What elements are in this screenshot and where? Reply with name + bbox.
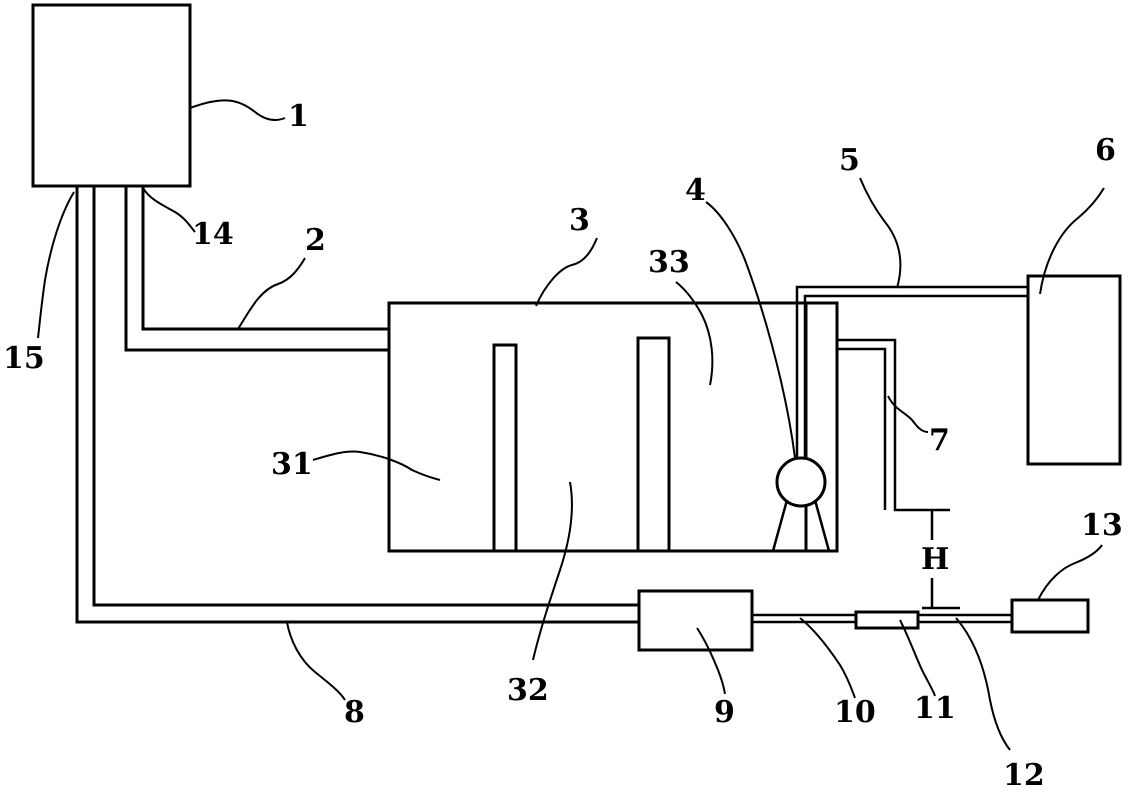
leader-15: [37, 191, 75, 339]
device-9: [637, 589, 754, 652]
tube-12: [918, 613, 1012, 624]
tank-3: [387, 301, 839, 553]
leader-13: [1037, 544, 1103, 601]
label-12: 12: [1003, 758, 1045, 791]
component-13: [1010, 598, 1090, 634]
label-1: 1: [288, 99, 309, 134]
leader-11: [899, 619, 936, 697]
leader-12: [955, 617, 1011, 751]
leader-14: [142, 187, 196, 233]
leader-7: [887, 395, 929, 433]
tank-6: [1026, 274, 1122, 466]
label-31: 31: [271, 447, 313, 482]
label-33: 33: [648, 245, 690, 280]
baffle-right: [636, 336, 671, 553]
label-5: 5: [839, 143, 860, 178]
leader-4: [705, 201, 796, 459]
label-2: 2: [305, 223, 326, 258]
outlet-column: [804, 301, 839, 553]
leader-5: [859, 177, 902, 289]
pipe-2: [124, 186, 391, 352]
label-13: 13: [1081, 508, 1123, 543]
leader-1: [189, 99, 286, 121]
label-h: H: [921, 542, 949, 577]
label-11: 11: [914, 691, 956, 726]
baffle-left: [492, 343, 518, 553]
leader-2: [237, 257, 306, 330]
pipe-8: [75, 186, 641, 624]
label-7: 7: [929, 423, 950, 458]
component-1-box: [31, 3, 192, 188]
label-9: 9: [714, 695, 735, 730]
leader-32: [532, 481, 573, 661]
label-4: 4: [685, 173, 706, 208]
component-11: [854, 610, 920, 630]
label-3: 3: [569, 203, 590, 238]
leader-8: [286, 621, 346, 701]
pump-4: [771, 456, 831, 552]
leader-31: [312, 450, 441, 481]
leader-6: [1039, 187, 1105, 295]
label-10: 10: [834, 695, 876, 730]
leader-33: [675, 281, 714, 386]
label-14: 14: [192, 217, 234, 252]
pipe-7: [837, 338, 950, 512]
pipe-5: [795, 285, 1028, 458]
leader-9: [696, 627, 726, 695]
label-6: 6: [1095, 133, 1116, 168]
leader-3: [535, 237, 598, 307]
label-8: 8: [344, 695, 365, 730]
label-32: 32: [507, 673, 549, 708]
leader-10: [799, 617, 856, 699]
label-15: 15: [3, 341, 45, 376]
